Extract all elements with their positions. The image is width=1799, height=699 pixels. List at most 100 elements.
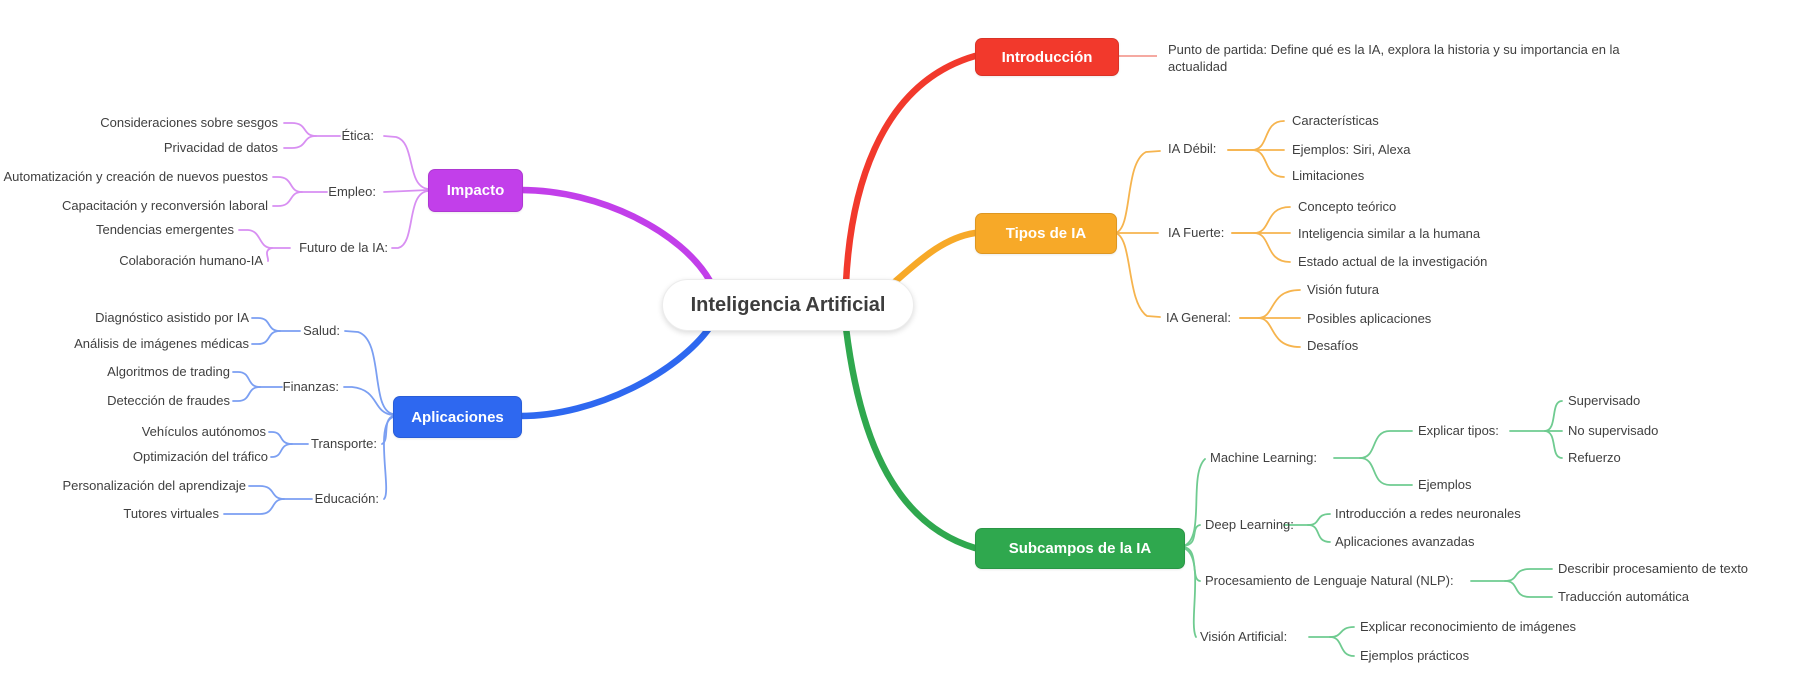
connector-path (251, 330, 281, 345)
connector-path (1257, 317, 1301, 348)
leaf-traduccion-automatica[interactable]: Traducción automática (1558, 589, 1690, 604)
subtopic-explicar-tipos[interactable]: Explicar tipos: (1418, 423, 1499, 438)
connector-path (272, 176, 303, 193)
connector-path (283, 135, 317, 149)
leaf-posibles-aplicaciones[interactable]: Posibles aplicaciones (1307, 311, 1432, 326)
subtopic-machine-learning[interactable]: Machine Learning: (1210, 450, 1317, 465)
connector-path (1253, 232, 1291, 263)
leaf-supervisado[interactable]: Supervisado (1568, 393, 1641, 408)
leaf-tutores-virtuales[interactable]: Tutores virtuales (123, 506, 219, 521)
leaf-ejemplos-ml[interactable]: Ejemplos (1418, 477, 1472, 492)
subtopic-ia-general[interactable]: IA General: (1166, 310, 1232, 325)
subtopic-etica[interactable]: Ética: (341, 128, 374, 143)
connector-path (283, 122, 317, 137)
leaf-refuerzo[interactable]: Refuerzo (1568, 450, 1621, 465)
branch-line-introduccion (842, 52, 979, 287)
branch-impacto[interactable]: Impacto (428, 169, 523, 212)
connector-path (1359, 430, 1413, 459)
leaf-optimizacion-trafico[interactable]: Optimización del tráfico (132, 449, 268, 464)
leaf-caracteristicas[interactable]: Características (1292, 113, 1379, 128)
subtopic-finanzas[interactable]: Finanzas: (282, 379, 339, 394)
connector-path (1114, 150, 1161, 234)
connector-path (1114, 232, 1161, 318)
leaf-privacidad-datos[interactable]: Privacidad de datos (163, 140, 278, 155)
leaf-automatizacion-puestos[interactable]: Automatización y creación de nuevos pues… (3, 169, 269, 184)
connector-path (1227, 120, 1285, 151)
connector-path (1544, 400, 1563, 432)
branch-line-impacto (517, 186, 714, 285)
leaf-tendencias-emergentes[interactable]: Tendencias emergentes (95, 222, 234, 237)
leaf-analisis-imagenes[interactable]: Análisis de imágenes médicas (74, 336, 249, 351)
leaf-limitaciones[interactable]: Limitaciones (1292, 168, 1365, 183)
branch-line-tipos (886, 229, 979, 290)
connector-path (1182, 547, 1197, 638)
subtopic-vision-artificial[interactable]: Visión Artificial: (1200, 629, 1288, 644)
leaf-vision-futura[interactable]: Visión futura (1307, 282, 1380, 297)
connector-path (343, 386, 394, 416)
subtopic-salud[interactable]: Salud: (303, 323, 340, 338)
leaf-colaboracion-humano-ia[interactable]: Colaboración humano-IA (119, 253, 263, 268)
branch-subcampos[interactable]: Subcampos de la IA (975, 528, 1185, 569)
leaf-concepto-teorico[interactable]: Concepto teórico (1298, 199, 1397, 214)
connectors-subcampos (1182, 400, 1563, 657)
leaf-estado-investigacion[interactable]: Estado actual de la investigación (1298, 254, 1488, 269)
connector-path (270, 443, 293, 458)
note-introduccion[interactable]: Punto de partida: Define qué es la IA, e… (1168, 42, 1620, 74)
connector-path (383, 135, 429, 190)
leaf-vehiculos-autonomos[interactable]: Vehículos autónomos (141, 424, 266, 439)
connector-path (1504, 580, 1553, 598)
leaf-aplicaciones-avanzadas[interactable]: Aplicaciones avanzadas (1335, 534, 1475, 549)
connector-path (266, 247, 273, 262)
connector-path (344, 330, 394, 415)
connectors-aplicaciones (223, 317, 394, 515)
connector-path (1307, 524, 1331, 543)
leaf-procesamiento-texto[interactable]: Describir procesamiento de texto (1558, 561, 1749, 576)
connector-path (383, 416, 394, 500)
subtopic-deep-learning[interactable]: Deep Learning: (1205, 517, 1294, 532)
connector-path (1231, 206, 1291, 234)
subtopic-nlp[interactable]: Procesamiento de Lenguaje Natural (NLP): (1205, 573, 1454, 588)
leaf-ejemplos-practicos[interactable]: Ejemplos prácticos (1360, 648, 1470, 663)
connector-path (1182, 524, 1201, 547)
central-topic[interactable]: Inteligencia Artificial (662, 279, 914, 331)
subtopic-transporte[interactable]: Transporte: (311, 436, 377, 451)
leaf-reconocimiento-imagenes[interactable]: Explicar reconocimiento de imágenes (1360, 619, 1577, 634)
connector-path (1307, 513, 1331, 526)
branch-introduccion[interactable]: Introducción (975, 38, 1119, 76)
connectors-tipos (1114, 120, 1301, 348)
subtopic-empleo[interactable]: Empleo: (328, 184, 376, 199)
connector-path (251, 317, 281, 332)
branch-aplicaciones[interactable]: Aplicaciones (393, 396, 522, 438)
leaf-no-supervisado[interactable]: No supervisado (1568, 423, 1659, 438)
subtopic-ia-fuerte[interactable]: IA Fuerte: (1168, 225, 1225, 240)
leaf-deteccion-fraudes[interactable]: Detección de fraudes (107, 393, 230, 408)
leaf-redes-neuronales[interactable]: Introducción a redes neuronales (1335, 506, 1521, 521)
connector-path (1182, 458, 1206, 547)
leaf-ejemplos-siri-alexa[interactable]: Ejemplos: Siri, Alexa (1292, 142, 1411, 157)
leaf-consideraciones-sesgos[interactable]: Consideraciones sobre sesgos (100, 115, 278, 130)
leaf-desafios[interactable]: Desafíos (1307, 338, 1359, 353)
leaf-algoritmos-trading[interactable]: Algoritmos de trading (107, 364, 230, 379)
connector-path (238, 229, 273, 249)
subtopic-futuro-ia[interactable]: Futuro de la IA: (299, 240, 388, 255)
connector-path (1329, 626, 1355, 638)
connectors-impacto (238, 122, 429, 262)
connector-path (248, 485, 285, 500)
connector-path (1544, 430, 1563, 459)
connector-path (1239, 289, 1301, 319)
leaf-capacitacion-laboral[interactable]: Capacitación y reconversión laboral (62, 198, 268, 213)
branch-line-aplicaciones (516, 323, 714, 420)
leaf-personalizacion-aprendizaje[interactable]: Personalización del aprendizaje (62, 478, 246, 493)
connector-path (1504, 568, 1553, 582)
leaf-inteligencia-similar[interactable]: Inteligencia similar a la humana (1298, 226, 1481, 241)
connector-path (232, 386, 261, 402)
branch-tipos-de-ia[interactable]: Tipos de IA (975, 213, 1117, 254)
connector-path (1182, 546, 1201, 582)
connector-path (383, 189, 429, 193)
subtopic-ia-debil[interactable]: IA Débil: (1168, 141, 1217, 156)
subtopic-educacion[interactable]: Educación: (314, 491, 379, 506)
leaf-diagnostico-ia[interactable]: Diagnóstico asistido por IA (95, 310, 249, 325)
connector-path (268, 431, 293, 445)
connector-path (1251, 149, 1285, 178)
